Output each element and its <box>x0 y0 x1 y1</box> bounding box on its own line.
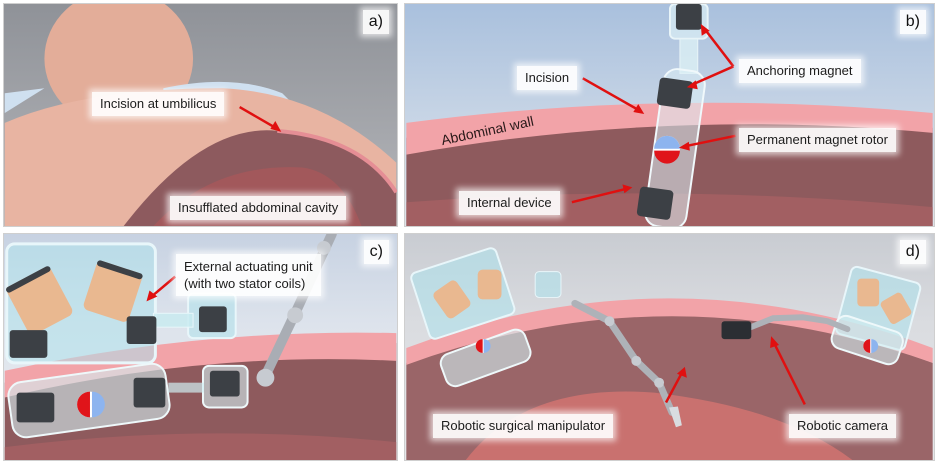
panel-c: External actuating unit (with two stator… <box>3 233 398 461</box>
manipulator-joints <box>604 316 665 388</box>
label-permanent-magnet-rotor: Permanent magnet rotor <box>739 128 896 152</box>
arrow-head <box>676 366 687 378</box>
abdominal-wall <box>406 102 933 155</box>
internal-anchor-magnet <box>209 370 240 397</box>
panel-b: Incision Anchoring magnet Permanent magn… <box>404 3 935 227</box>
cut-edge <box>277 128 397 194</box>
arrow-head <box>270 120 282 132</box>
left-external-magnet <box>534 271 562 298</box>
pillow-left <box>4 88 45 114</box>
arrow-head <box>146 290 158 302</box>
robotic-camera-arm <box>745 314 851 333</box>
label-internal-device: Internal device <box>459 191 560 215</box>
panel-d: Robotic surgical manipulator Robotic cam… <box>404 233 935 461</box>
arrow-head <box>770 336 780 348</box>
arm-joint <box>287 307 304 324</box>
arrow-heads <box>622 23 710 194</box>
left-rotor-blue <box>483 339 491 353</box>
panel-a: Incision at umbilicus Insufflated abdomi… <box>3 3 398 227</box>
label-robotic-surgical-manipulator: Robotic surgical manipulator <box>433 414 614 438</box>
label-anchoring-magnet: Anchoring magnet <box>739 59 861 83</box>
connector-rod <box>679 38 699 74</box>
arrow-camera <box>772 342 806 406</box>
abdominal-wall <box>4 332 397 398</box>
label-incision-umbilicus: Incision at umbilicus <box>92 92 225 116</box>
right-rotor-blue <box>871 339 879 353</box>
internal-magnet-left <box>16 392 55 423</box>
arm-joint <box>316 240 331 255</box>
stator-coil-1 <box>6 266 73 335</box>
label-robotic-camera: Robotic camera <box>789 414 897 438</box>
internal-connector <box>168 382 204 393</box>
panel-letter-d: d) <box>899 240 926 264</box>
external-anchoring-magnet <box>199 306 227 333</box>
organ-surface <box>4 433 397 460</box>
right-rotor-red <box>863 339 871 353</box>
manipulator-gripper <box>669 406 682 428</box>
left-rotor-red <box>475 339 483 353</box>
panel-letter-c: c) <box>363 240 389 264</box>
label-incision: Incision <box>517 66 578 90</box>
stator-magnet-2 <box>126 316 157 345</box>
label-insufflated-cavity: Insufflated abdominal cavity <box>170 196 347 220</box>
anchoring-magnet-top <box>675 4 702 30</box>
unit-connector <box>152 312 194 328</box>
internal-magnet <box>636 186 674 220</box>
annotation-arrows <box>571 27 736 204</box>
arm-joint <box>256 368 275 387</box>
rotor-red-half <box>654 150 680 164</box>
right-coil-1 <box>857 278 880 307</box>
panel-letter-b: b) <box>899 10 926 34</box>
label-line-2: (with two stator coils) <box>184 276 306 291</box>
rotor-blue-half <box>654 135 680 149</box>
anchoring-magnet-lower <box>656 77 694 109</box>
left-coil-1 <box>433 280 471 319</box>
rotor-red-half <box>77 391 90 418</box>
label-line-1: External actuating unit <box>184 259 313 274</box>
stator-magnet-1 <box>9 330 48 358</box>
right-coil-2 <box>880 292 912 324</box>
panel-letter-a: a) <box>362 10 389 34</box>
arrow-external-unit <box>149 275 177 299</box>
robotic-camera <box>721 321 752 340</box>
stator-coil-2 <box>83 260 143 322</box>
arrow-incision-umbilicus <box>239 105 278 130</box>
left-coil-2 <box>477 269 502 300</box>
arrow-manipulator <box>664 372 683 404</box>
rotor-blue-half <box>91 391 105 418</box>
panel-c-illustration <box>4 234 397 460</box>
label-external-actuating-unit: External actuating unit (with two stator… <box>176 254 321 296</box>
internal-magnet-right <box>133 377 166 408</box>
organ <box>465 391 853 460</box>
